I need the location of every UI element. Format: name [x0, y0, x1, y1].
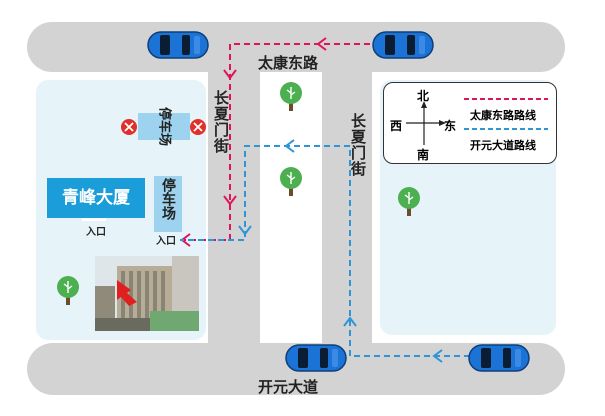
- building-underline: [82, 218, 106, 221]
- parking-top[interactable]: 停车场: [138, 107, 190, 146]
- legend-box: 北 南 西 东 太康东路路线 开元大道路线: [383, 82, 557, 164]
- compass-west: 西: [390, 119, 403, 133]
- building-qingfeng[interactable]: 青峰大厦: [47, 178, 145, 218]
- legend-route1-line: [464, 98, 548, 100]
- route-2-path: [180, 145, 470, 357]
- car-icon: [468, 344, 530, 372]
- tree-icon: [279, 166, 303, 197]
- tree-icon: [279, 81, 303, 112]
- parking-entrance-label: 入口: [156, 236, 176, 247]
- route-2-arrows: [238, 139, 443, 363]
- legend-route2-label: 开元大道路线: [470, 139, 536, 152]
- road-label-top: 太康东路: [258, 54, 319, 72]
- road-label-left: 长夏门街: [212, 90, 230, 154]
- car-icon: [372, 31, 434, 59]
- parking-mid-label: 停车场: [160, 178, 176, 220]
- route-1-path: [180, 43, 370, 241]
- road-label-right: 长夏门街: [349, 113, 367, 177]
- photo-image: [95, 256, 199, 331]
- compass-arrows-icon: [406, 101, 446, 145]
- car-icon: [285, 344, 347, 372]
- road-middle-vertical: [322, 60, 372, 355]
- parking-mid[interactable]: 停车场: [154, 176, 182, 232]
- no-entry-icon: [120, 118, 138, 136]
- legend-route2-line: [464, 128, 548, 130]
- route-1-arrows: [180, 37, 327, 247]
- tree-icon: [397, 186, 421, 217]
- building-entrance-label: 入口: [86, 227, 106, 238]
- legend-route1-label: 太康东路路线: [470, 109, 536, 122]
- car-icon: [147, 31, 209, 59]
- compass-north: 北: [417, 89, 430, 103]
- road-top: [27, 22, 565, 72]
- compass-south: 南: [417, 148, 430, 162]
- no-entry-icon: [189, 118, 207, 136]
- compass-east: 东: [444, 119, 457, 133]
- road-left-vertical: [208, 60, 260, 355]
- road-label-bottom: 开元大道: [258, 378, 319, 396]
- tree-icon: [56, 275, 80, 306]
